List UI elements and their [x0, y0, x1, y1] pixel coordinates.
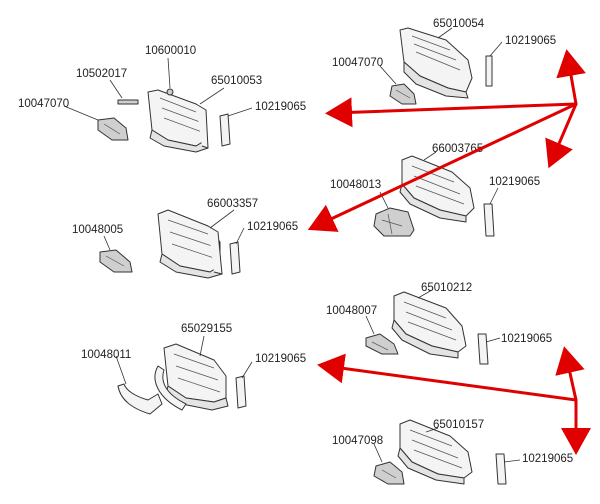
assembly-65029155: 65029155 10048011 10219065	[81, 323, 306, 415]
tip-10048013	[373, 207, 415, 237]
assembly-66003357: 66003357 10048005 10219065	[72, 198, 298, 279]
shim-10219065-g	[495, 453, 507, 485]
shim-10219065-c	[483, 203, 495, 237]
tip-10047070-b	[97, 117, 129, 141]
arrows-upper	[307, 49, 586, 232]
tip-10047098	[373, 461, 405, 485]
label-10219065-c: 10219065	[489, 176, 540, 188]
label-10047098: 10047098	[332, 435, 383, 447]
label-10502017: 10502017	[76, 68, 127, 80]
shim-10219065-b	[219, 113, 231, 147]
label-65010157: 65010157	[433, 419, 484, 431]
label-10047070-b: 10047070	[18, 98, 69, 110]
label-10219065-d: 10219065	[247, 221, 298, 233]
arrow-to-shim-a	[556, 49, 586, 106]
shim-10219065-a	[485, 55, 493, 87]
assembly-66003765: 66003765 10048013 10219065	[330, 143, 540, 237]
bolt-10502017	[117, 99, 139, 105]
label-66003357: 66003357	[207, 198, 258, 210]
label-10219065-b: 10219065	[255, 101, 306, 113]
shim-10219065-f	[235, 375, 247, 409]
arrow-to-shim-e	[555, 346, 585, 402]
label-66003765: 66003765	[432, 143, 483, 155]
arrow-to-shim-d	[307, 102, 578, 232]
assembly-65010053: 10600010 10502017 65010053 10047070 1021…	[18, 45, 306, 153]
label-65010053: 65010053	[211, 75, 262, 87]
wing-plate-66003765	[401, 155, 475, 217]
label-10048005: 10048005	[72, 224, 123, 236]
wing-plate-65010212	[393, 291, 467, 353]
assembly-65010212: 65010212 10048007 10219065	[326, 282, 552, 365]
arrow-to-shim-b	[325, 97, 578, 128]
label-65029155: 65029155	[181, 323, 232, 335]
curved-guard	[154, 365, 187, 411]
label-10048011: 10048011	[81, 349, 131, 361]
label-65010212: 65010212	[421, 282, 472, 294]
arrow-to-shim-f	[317, 353, 578, 402]
arrow-to-shim-c	[545, 102, 578, 169]
label-10219065-f: 10219065	[255, 353, 306, 365]
assembly-65010157: 65010157 10047098 10219065	[332, 419, 573, 485]
nut-10600010	[166, 88, 174, 96]
label-10048007: 10048007	[326, 305, 377, 317]
label-10600010: 10600010	[145, 45, 196, 57]
label-10048013: 10048013	[330, 179, 381, 191]
label-10219065-g: 10219065	[522, 453, 573, 465]
arrows-lower	[317, 346, 591, 455]
assembly-65010054: 65010054 10047070 10219065	[332, 18, 556, 105]
label-10219065-e: 10219065	[501, 333, 552, 345]
label-10047070-a: 10047070	[332, 57, 383, 69]
tip-10048005	[99, 249, 133, 273]
label-10219065-a: 10219065	[505, 35, 556, 47]
shim-10219065-e	[477, 333, 489, 365]
label-65010054: 65010054	[433, 18, 485, 30]
shim-10219065-d	[229, 241, 241, 275]
tip-10048011	[117, 383, 163, 415]
tip-10048007	[365, 333, 399, 355]
